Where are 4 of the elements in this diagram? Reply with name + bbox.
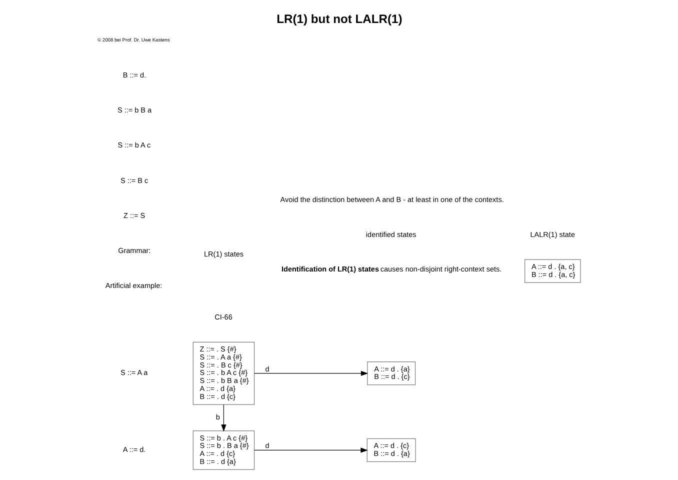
arrow (254, 370, 368, 376)
arrow (254, 447, 368, 452)
diagram-title: LR(1) but not LALR(1) (276, 11, 402, 26)
arrow (221, 404, 226, 432)
